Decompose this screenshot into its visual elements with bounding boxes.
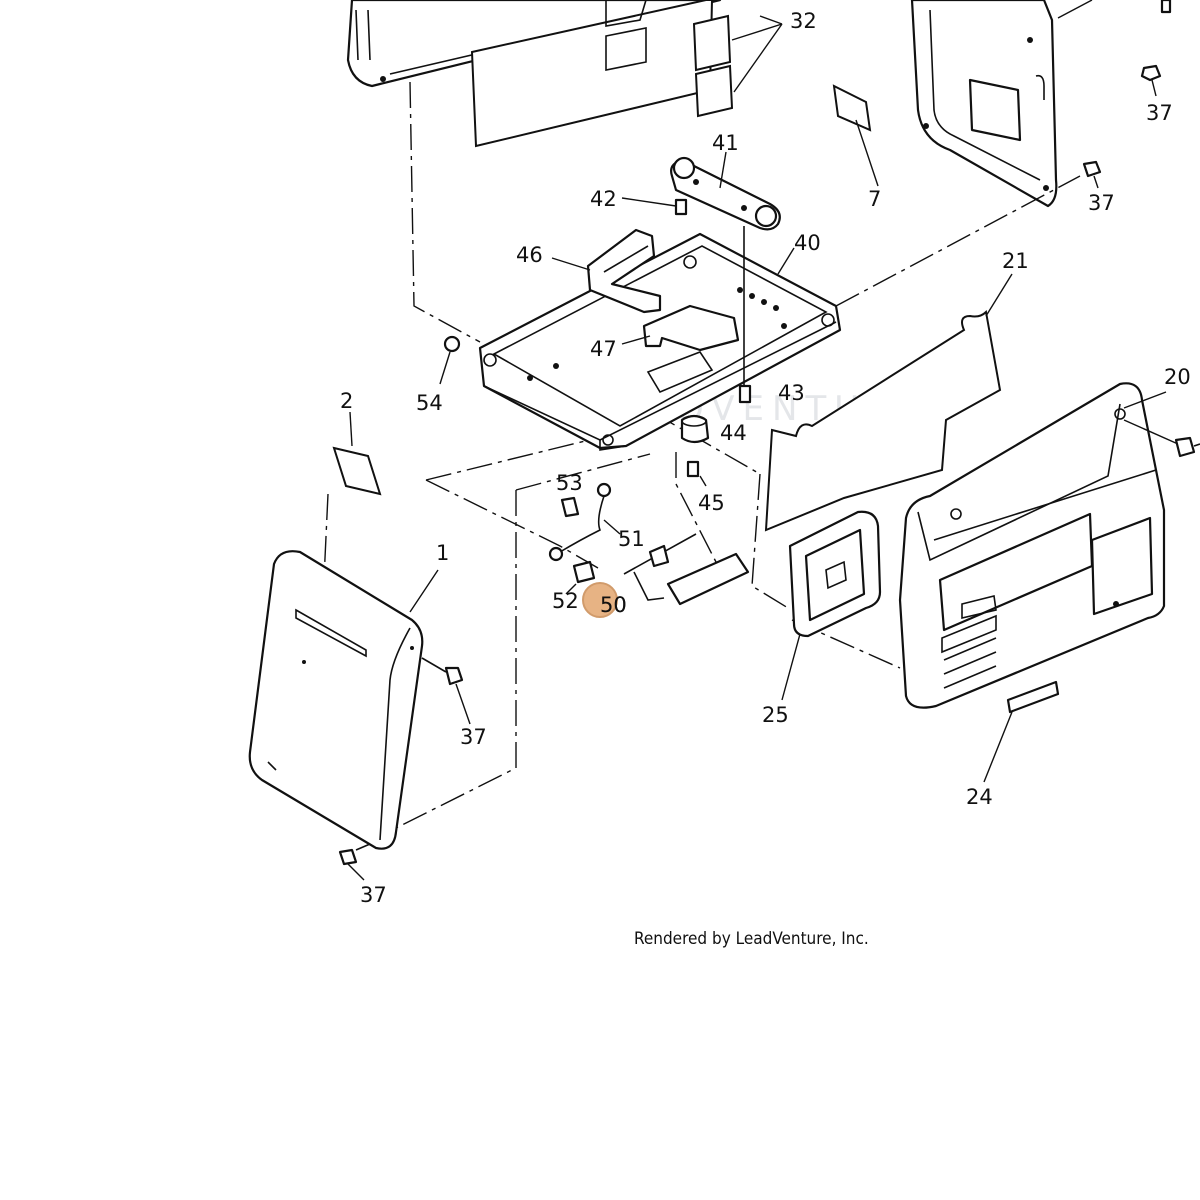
callout-37-bottom: 37 <box>360 883 387 907</box>
callout-47: 47 <box>590 337 617 361</box>
callout-20: 20 <box>1164 365 1191 389</box>
callout-46: 46 <box>516 243 543 267</box>
callout-43: 43 <box>778 381 805 405</box>
part-52-plug: 52 <box>552 560 596 613</box>
callout-54: 54 <box>416 391 443 415</box>
bolt-right-edge <box>1123 419 1200 458</box>
part-20-front-panel: 20 <box>898 365 1191 709</box>
credit-text: Rendered by LeadVenture, Inc. <box>634 929 869 949</box>
part-46-handle: 46 <box>516 228 662 314</box>
part-42-bolt: 42 <box>590 187 688 216</box>
callout-1: 1 <box>436 541 449 565</box>
callout-42: 42 <box>590 187 617 211</box>
callout-44: 44 <box>720 421 747 445</box>
callout-37-top: 37 <box>1146 101 1173 125</box>
callout-24: 24 <box>966 785 993 809</box>
part-7-pad: 7 <box>832 84 881 211</box>
callout-51: 51 <box>618 527 645 551</box>
bolt-37-right: 37 <box>1082 160 1115 215</box>
part-50-highlight-marker[interactable] <box>582 582 618 618</box>
bolt-37-side: 37 <box>421 657 487 749</box>
callout-7: 7 <box>868 187 881 211</box>
part-25-gasket: 25 <box>762 510 882 727</box>
callout-32: 32 <box>790 9 817 33</box>
callout-41: 41 <box>712 131 739 155</box>
callout-25: 25 <box>762 703 789 727</box>
callout-21: 21 <box>1002 249 1029 273</box>
callout-37-side: 37 <box>460 725 487 749</box>
part-2-pad: 2 <box>332 389 382 496</box>
part-1-side-cover: 1 <box>248 541 449 850</box>
part-47-handle: 47 <box>590 304 740 361</box>
part-53-screw: 53 <box>556 471 583 518</box>
callout-53: 53 <box>556 471 583 495</box>
part-32-pads: 32 <box>692 9 817 118</box>
callout-37-right: 37 <box>1088 191 1115 215</box>
tray-holes <box>527 287 787 381</box>
part-54-nut: 54 <box>416 335 461 415</box>
bolt-37-top: 37 <box>1140 64 1173 125</box>
part-50-tool-set: 50 <box>600 533 750 617</box>
part-44-mount: 44 <box>680 414 747 445</box>
callout-2: 2 <box>340 389 353 413</box>
callout-45: 45 <box>698 491 725 515</box>
callout-50-over: 50 <box>600 593 627 617</box>
part-51-wire: 51 <box>548 482 645 562</box>
part-41-bracket: 41 <box>670 131 781 231</box>
bolt-37-bottom: 37 <box>338 843 387 907</box>
part-21-insulation: 21 <box>764 249 1029 532</box>
part-43-bolt: 43 <box>738 226 805 405</box>
callout-40: 40 <box>794 231 821 255</box>
top-right-cover <box>910 0 1172 208</box>
part-45-nut: 45 <box>686 460 725 515</box>
callout-52: 52 <box>552 589 579 613</box>
part-24-label: 24 <box>966 680 1060 809</box>
